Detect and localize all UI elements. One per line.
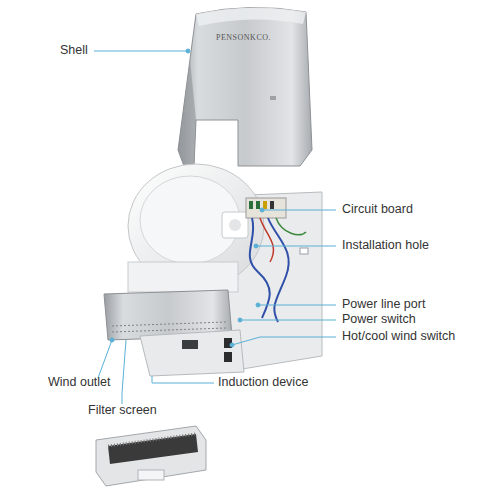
part-name: Shell: [60, 44, 88, 58]
part-name: Hot/cool wind switch: [342, 330, 455, 344]
part-name: Filter screen: [88, 404, 157, 418]
part-name: Wind outlet: [48, 376, 111, 390]
motor-housing: [128, 164, 264, 292]
part-name: Induction device: [218, 376, 308, 390]
filter-screen: [96, 426, 206, 486]
part-name: Power line port: [342, 298, 425, 312]
part-name: Power switch: [342, 313, 416, 327]
part-name: Installation hole: [342, 239, 429, 253]
front-panel: [140, 330, 244, 376]
shell-part: [178, 7, 312, 166]
brand-mark: PENSONKCO.: [216, 34, 271, 43]
circuit-board: [246, 198, 306, 322]
leader-lines: [94, 49, 336, 404]
part-name: Circuit board: [342, 203, 413, 217]
